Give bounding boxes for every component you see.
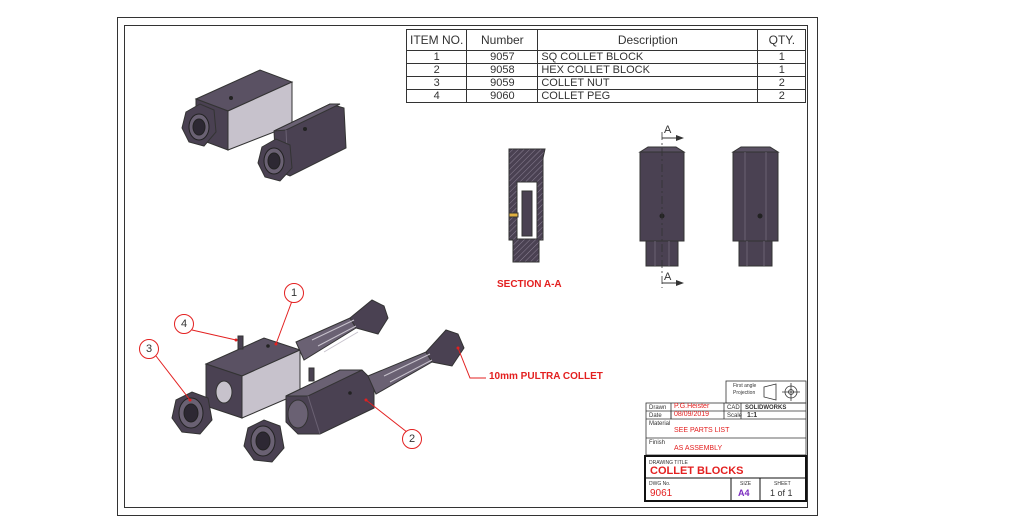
size-value: A4 [738, 488, 750, 498]
scale-label: Scale [727, 413, 743, 419]
sheet-value: 1 of 1 [770, 488, 793, 498]
exploded-collet-1 [295, 299, 389, 361]
table-row: 2 9058 HEX COLLET BLOCK 1 [405, 63, 807, 77]
table-row: 3 9059 COLLET NUT 2 [405, 76, 807, 90]
balloon-item-3: 3 [139, 339, 159, 359]
dwg-no-value: 9061 [650, 488, 673, 499]
projection-text-1: First angle [733, 383, 757, 389]
exploded-nut-2 [243, 419, 285, 463]
drawn-value: P.G.Heister [674, 403, 710, 410]
size-label: SIZE [740, 481, 752, 487]
cad-value: SOLIDWORKS [745, 405, 787, 411]
iso-square-block-assembled [181, 69, 294, 151]
date-value: 08/09/2019 [674, 411, 710, 418]
exploded-nut-1 [171, 391, 213, 435]
balloon-item-4: 4 [174, 314, 194, 334]
exploded-collet-2 [367, 329, 465, 395]
section-view-label: SECTION A-A [497, 279, 562, 290]
cell-description: COLLET PEG [537, 89, 759, 103]
drawing-frame [124, 25, 808, 508]
side-view [731, 146, 780, 267]
front-view [638, 132, 686, 288]
leader-dots [188, 338, 460, 402]
header-qty: QTY. [757, 29, 807, 51]
cell-item: 4 [405, 89, 468, 103]
sheet-label: SHEET [774, 481, 791, 487]
header-item-no: ITEM NO. [405, 29, 468, 51]
iso-hex-block-assembled [257, 103, 347, 182]
exploded-square-block [204, 337, 302, 419]
finish-value: AS ASSEMBLY [674, 445, 723, 452]
balloon-item-1: 1 [284, 283, 304, 303]
cell-qty: 2 [757, 89, 807, 103]
section-marker-top: A [664, 124, 672, 136]
cell-number: 9060 [466, 89, 539, 103]
scale-value: 1:1 [747, 412, 758, 419]
drawn-label: Drawn [649, 405, 667, 411]
section-marker-bottom: A [664, 271, 672, 283]
projection-text-2: Projection [733, 390, 756, 396]
exploded-peg-1 [237, 335, 244, 350]
first-angle-projection-icon [763, 383, 800, 401]
finish-label: Finish [649, 440, 666, 446]
material-value: SEE PARTS LIST [674, 427, 730, 434]
cad-label: CAD [727, 405, 740, 411]
title-label: DRAWING TITLE [649, 460, 688, 466]
collet-callout: 10mm PULTRA COLLET [489, 371, 603, 382]
parts-list-table: ITEM NO. Number Description QTY. 1 9057 … [405, 29, 807, 103]
material-label: Material [649, 421, 671, 427]
table-row: 4 9060 COLLET PEG 2 [405, 89, 807, 103]
exploded-hex-block [285, 369, 375, 435]
drawing-title: COLLET BLOCKS [650, 465, 744, 477]
balloon-item-2: 2 [402, 429, 422, 449]
leader-lines [155, 300, 486, 437]
dwg-no-label: DWG No. [649, 481, 671, 487]
date-label: Date [649, 413, 662, 419]
section-view-a-a [508, 148, 546, 263]
exploded-peg-2 [308, 367, 315, 382]
